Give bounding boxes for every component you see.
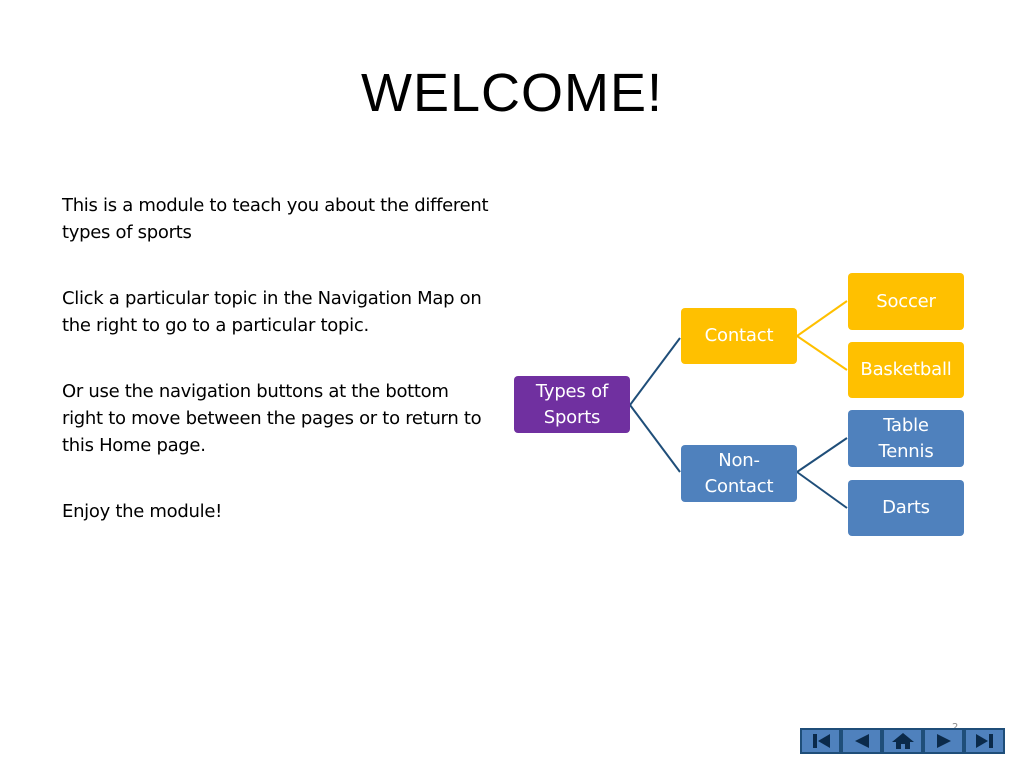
connector-contact-soccer xyxy=(796,300,848,337)
nav-node-types-of-sports-label: Types of Sports xyxy=(535,380,609,428)
home-button[interactable] xyxy=(882,728,923,754)
nav-node-contact-label: Contact xyxy=(704,325,774,346)
nav-node-non-contact[interactable]: Non-Contact xyxy=(681,445,797,502)
nav-node-types-of-sports[interactable]: Types of Sports xyxy=(514,376,630,433)
slide-number: 2 xyxy=(952,722,958,733)
nav-node-soccer-label: Soccer xyxy=(876,290,936,312)
nav-node-darts-label: Darts xyxy=(882,497,930,518)
nav-node-non-contact-label: Non-Contact xyxy=(704,449,774,497)
home-icon xyxy=(891,733,914,749)
nav-node-darts[interactable]: Darts xyxy=(848,480,964,536)
connector-noncontact-darts xyxy=(796,471,848,509)
last-page-button[interactable] xyxy=(964,728,1005,754)
previous-page-button[interactable] xyxy=(841,728,882,754)
nav-node-basketball[interactable]: Basketball xyxy=(848,342,964,398)
navigation-map-instructions: Click a particular topic in the Navigati… xyxy=(62,288,482,336)
previous-page-icon xyxy=(854,734,869,748)
last-page-icon xyxy=(975,734,993,748)
navigation-buttons-instructions: Or use the navigation buttons at the bot… xyxy=(62,381,482,456)
closing-text: Enjoy the module! xyxy=(62,501,223,522)
connector-root-non-contact xyxy=(629,404,681,473)
first-page-button[interactable] xyxy=(800,728,841,754)
intro-paragraph: This is a module to teach you about the … xyxy=(62,195,489,243)
nav-node-basketball-label: Basketball xyxy=(860,359,952,380)
connector-root-contact xyxy=(629,337,681,406)
next-page-icon xyxy=(936,734,951,748)
first-page-icon xyxy=(812,734,830,748)
nav-node-soccer[interactable]: Soccer xyxy=(848,273,964,330)
nav-node-contact[interactable]: Contact xyxy=(681,308,797,364)
nav-node-table-tennis-label: Table Tennis xyxy=(878,414,934,462)
navigation-buttons xyxy=(800,728,1005,754)
slide-title: WELCOME! xyxy=(360,63,664,123)
nav-node-table-tennis[interactable]: Table Tennis xyxy=(848,410,964,467)
connector-noncontact-tabletennis xyxy=(796,437,848,473)
connector-contact-basketball xyxy=(796,335,848,371)
next-page-button[interactable] xyxy=(923,728,964,754)
